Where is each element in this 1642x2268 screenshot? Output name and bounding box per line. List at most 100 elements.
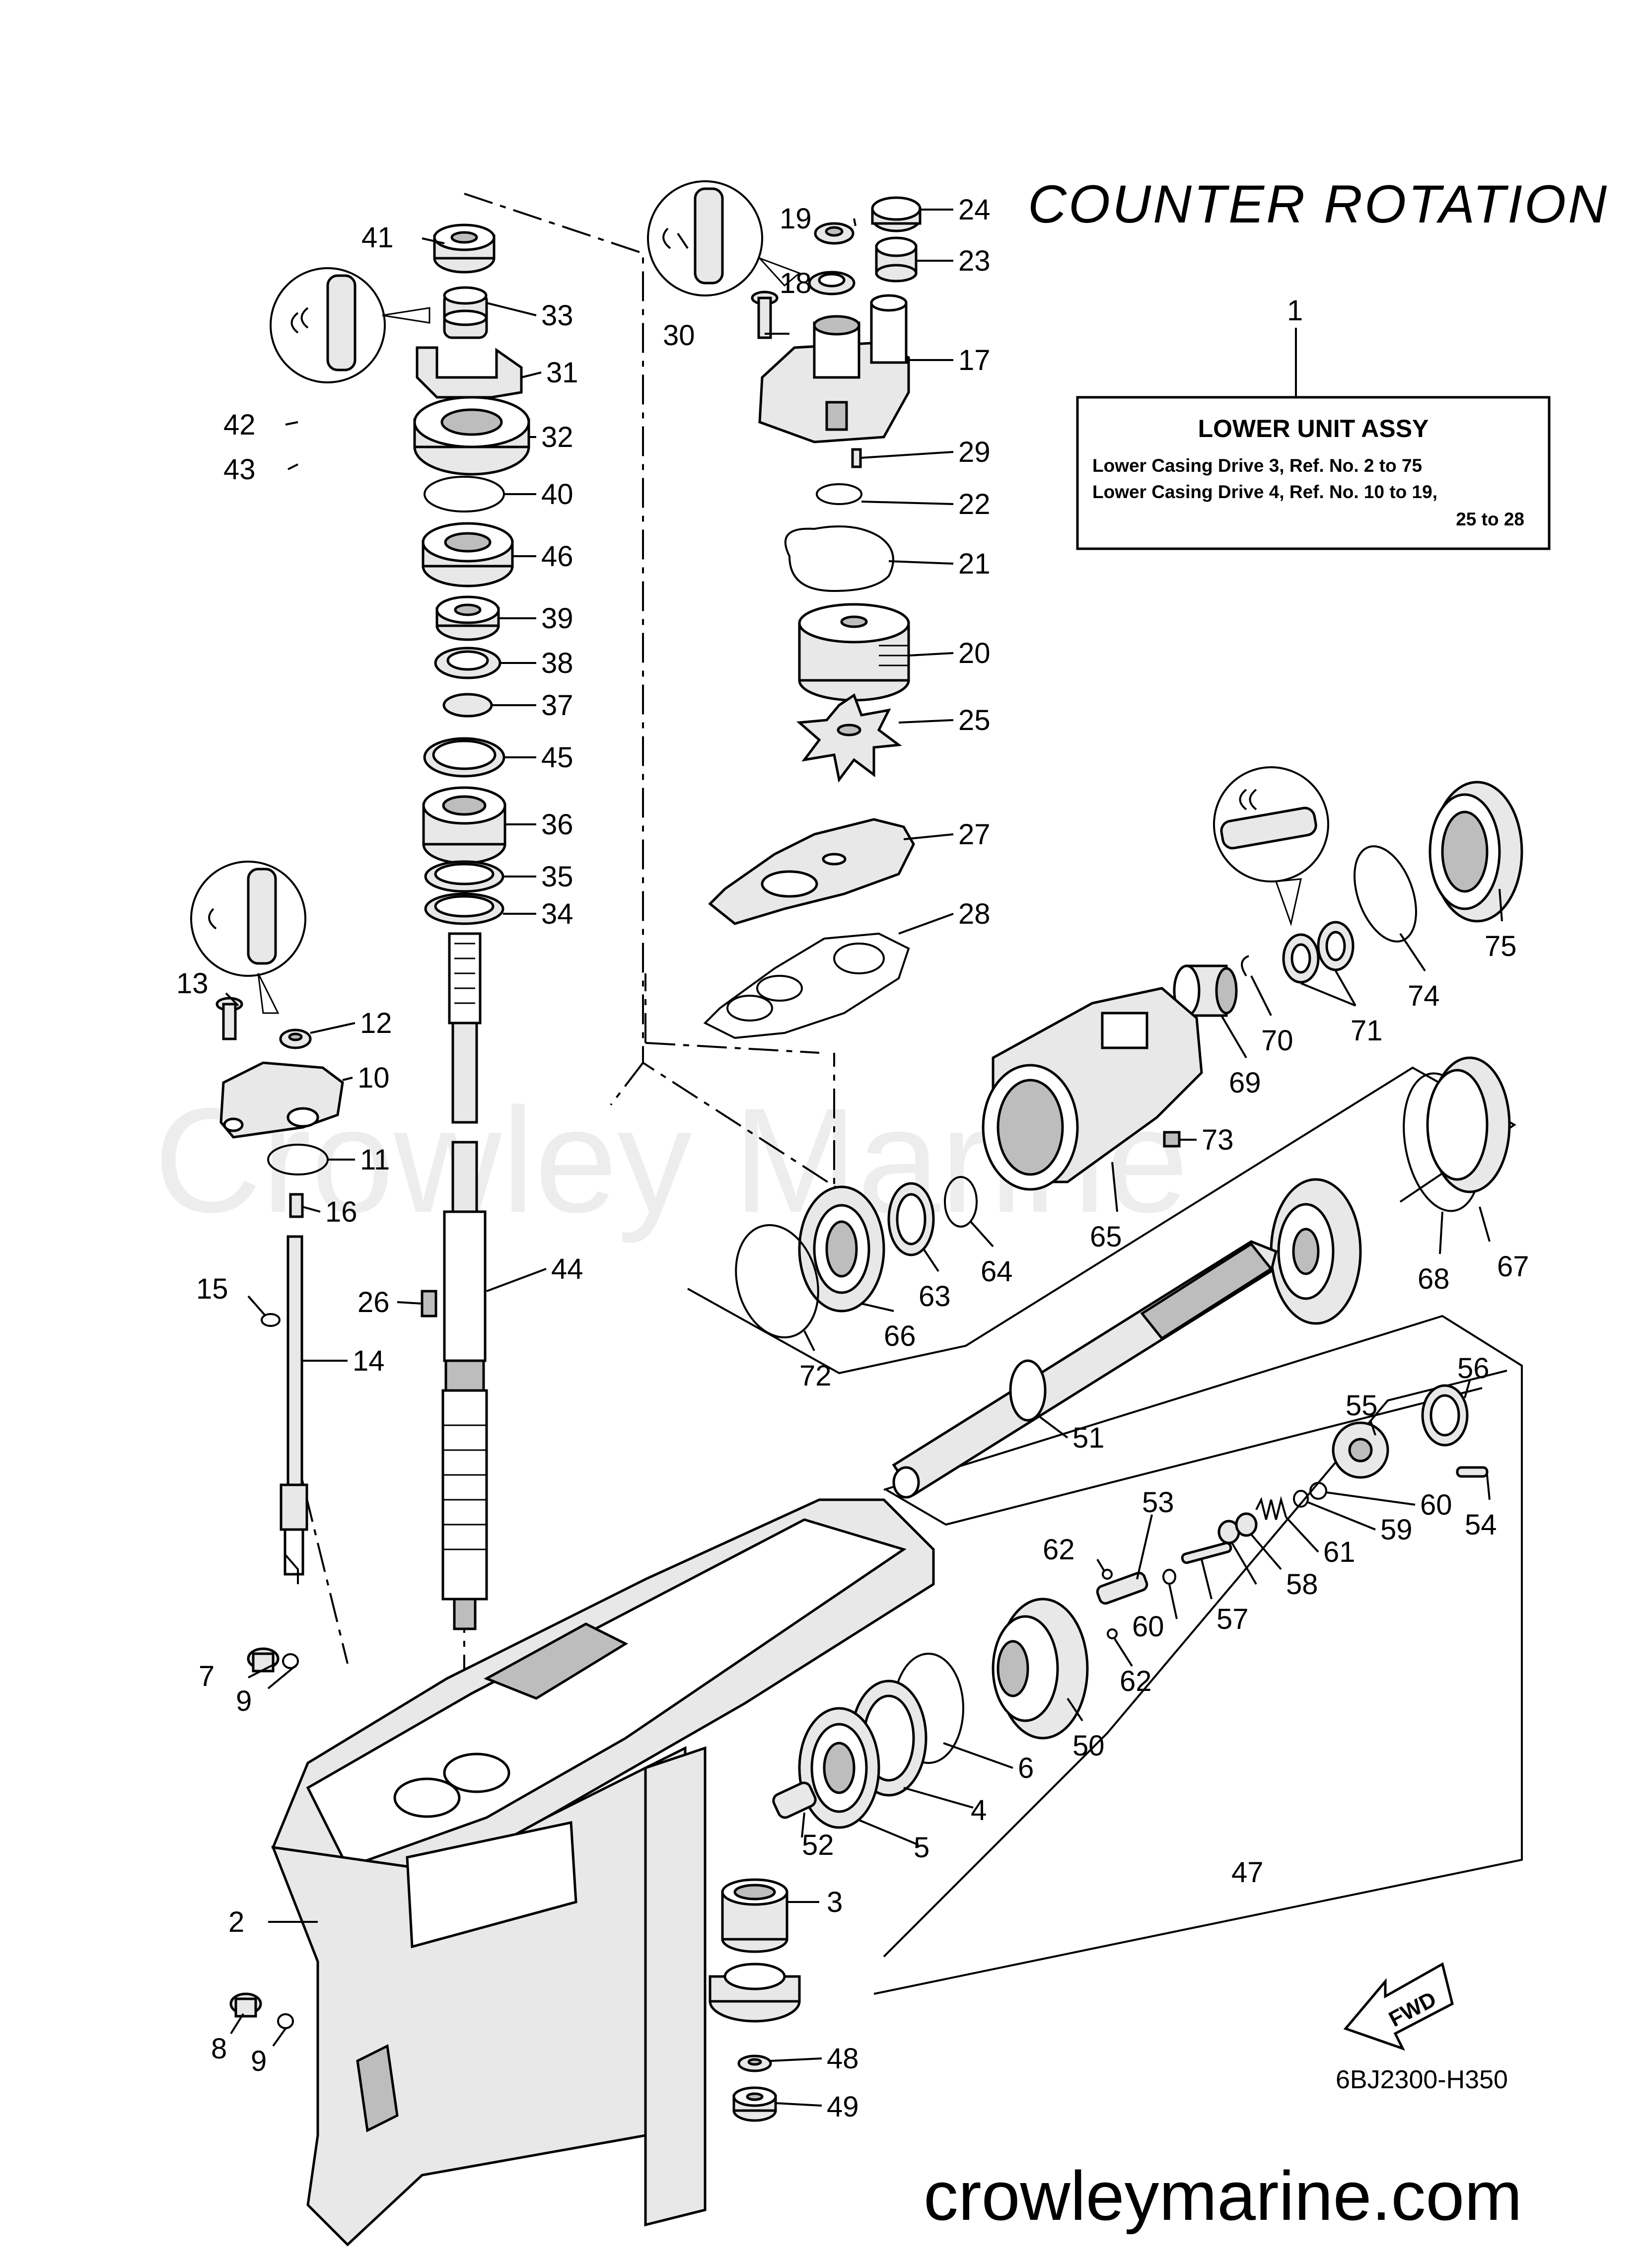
lubricant-detail-bubbles (190, 180, 1329, 1014)
part-10 (219, 1061, 344, 1139)
part-31 (416, 346, 523, 399)
callout-4: 4 (971, 1794, 987, 1827)
assembly-box-line3: 25 to 28 (1456, 509, 1524, 529)
callout-39: 39 (541, 602, 573, 635)
lower-casing-part-2 (271, 1498, 935, 2247)
diagram-code: 6BJ2300-H350 (1336, 2065, 1508, 2094)
callout-59: 59 (1380, 1514, 1413, 1546)
callout-56: 56 (1457, 1352, 1490, 1385)
part-60 (1309, 1482, 1327, 1500)
part-48 (737, 2054, 772, 2072)
callout-2: 2 (228, 1906, 244, 1938)
callout-17: 17 (958, 344, 991, 376)
callout-duplicates: 60 62 9 (251, 1610, 1164, 2077)
callout-24: 24 (958, 194, 991, 226)
part-64 (944, 1176, 978, 1228)
prop-shaft-group (892, 1240, 1489, 1639)
part-28 (703, 932, 910, 1039)
callout-labels: 41 33 31 42 43 32 40 46 39 38 37 45 36 3… (176, 194, 1529, 2123)
assembly-box-line1: Lower Casing Drive 3, Ref. No. 2 to 75 (1092, 455, 1422, 476)
callout-32: 32 (541, 421, 573, 453)
part-61 (1255, 1496, 1287, 1520)
part-37 (442, 693, 493, 718)
part-65 (982, 987, 1203, 1191)
website-text: crowleymarine.com (924, 2157, 1522, 2235)
part-7 (247, 1647, 280, 1673)
part-62b (1107, 1628, 1118, 1639)
callout-15: 15 (196, 1273, 228, 1305)
part-8 (229, 1992, 262, 2018)
callout-1: 1 (1287, 294, 1303, 327)
callout-46: 46 (541, 540, 573, 573)
prop-shaft-housing-group (735, 781, 1523, 1338)
callout-33: 33 (541, 299, 573, 332)
part-75 (1428, 781, 1523, 923)
callout-67: 67 (1497, 1250, 1529, 1283)
callout-28: 28 (958, 898, 991, 930)
part-70 (1241, 955, 1249, 977)
part-25 (796, 693, 902, 783)
part-54 (1456, 1466, 1489, 1478)
callout-3: 3 (827, 1886, 843, 1918)
callout-52: 52 (802, 1829, 834, 1861)
part-57 (1181, 1541, 1232, 1564)
callout-48: 48 (827, 2043, 859, 2075)
part-66 (798, 1185, 885, 1313)
part-13 (215, 997, 243, 1040)
part-23 (875, 236, 918, 283)
part-46 (422, 522, 514, 587)
part-35 (424, 860, 504, 893)
callout-14: 14 (353, 1345, 385, 1377)
assembly-box-line2: Lower Casing Drive 4, Ref. No. 10 to 19, (1092, 482, 1437, 502)
part-60b (1162, 1569, 1176, 1585)
callout-9-second: 9 (251, 2045, 267, 2077)
callout-22: 22 (958, 488, 991, 520)
callout-21: 21 (958, 548, 991, 580)
callout-40: 40 (541, 478, 573, 511)
callout-23: 23 (958, 245, 991, 277)
part-5 (798, 1707, 880, 1829)
callout-27: 27 (958, 818, 991, 851)
callout-31: 31 (546, 357, 578, 389)
part-20 (798, 603, 910, 702)
part-36 (422, 786, 506, 865)
grease-bubble-3 (190, 861, 306, 1014)
callout-74: 74 (1408, 980, 1440, 1012)
callout-12: 12 (360, 1007, 392, 1039)
callout-25: 25 (958, 704, 991, 736)
part-18 (808, 271, 856, 295)
callout-41: 41 (361, 221, 394, 254)
grease-bubble-71 (1213, 766, 1329, 927)
drive-shaft-upper (448, 932, 482, 1124)
callout-64: 64 (981, 1255, 1013, 1288)
lower-gear-group (229, 1598, 1089, 2122)
callout-61: 61 (1323, 1536, 1356, 1568)
callout-63: 63 (919, 1280, 951, 1313)
water-pump-assembly (703, 196, 922, 1039)
part-52 (772, 1781, 817, 1819)
callout-19: 19 (780, 203, 812, 235)
callout-60-second: 60 (1132, 1610, 1164, 1643)
callout-10: 10 (357, 1062, 390, 1094)
part-51 (892, 1240, 1278, 1499)
callout-47: 47 (1231, 1856, 1264, 1889)
part-39 (435, 595, 500, 641)
drive-shaft-stack (413, 223, 530, 1630)
part-53 (1096, 1571, 1148, 1605)
callout-6: 6 (1018, 1752, 1034, 1784)
grease-bubble-19 (647, 180, 801, 296)
part-3 (721, 1878, 788, 1953)
part-19 (814, 222, 855, 245)
part-17 (758, 294, 910, 443)
part-29 (851, 448, 862, 468)
callout-55: 55 (1346, 1390, 1378, 1422)
callout-35: 35 (541, 861, 573, 893)
fwd-arrow: FWD (1343, 1962, 1454, 2051)
part-32 (413, 396, 530, 476)
part-63 (887, 1182, 935, 1256)
callout-53: 53 (1142, 1486, 1174, 1519)
part-55 (1332, 1421, 1389, 1479)
callout-71: 71 (1351, 1015, 1383, 1047)
callout-26: 26 (357, 1286, 390, 1318)
part-69 (1173, 964, 1238, 1017)
